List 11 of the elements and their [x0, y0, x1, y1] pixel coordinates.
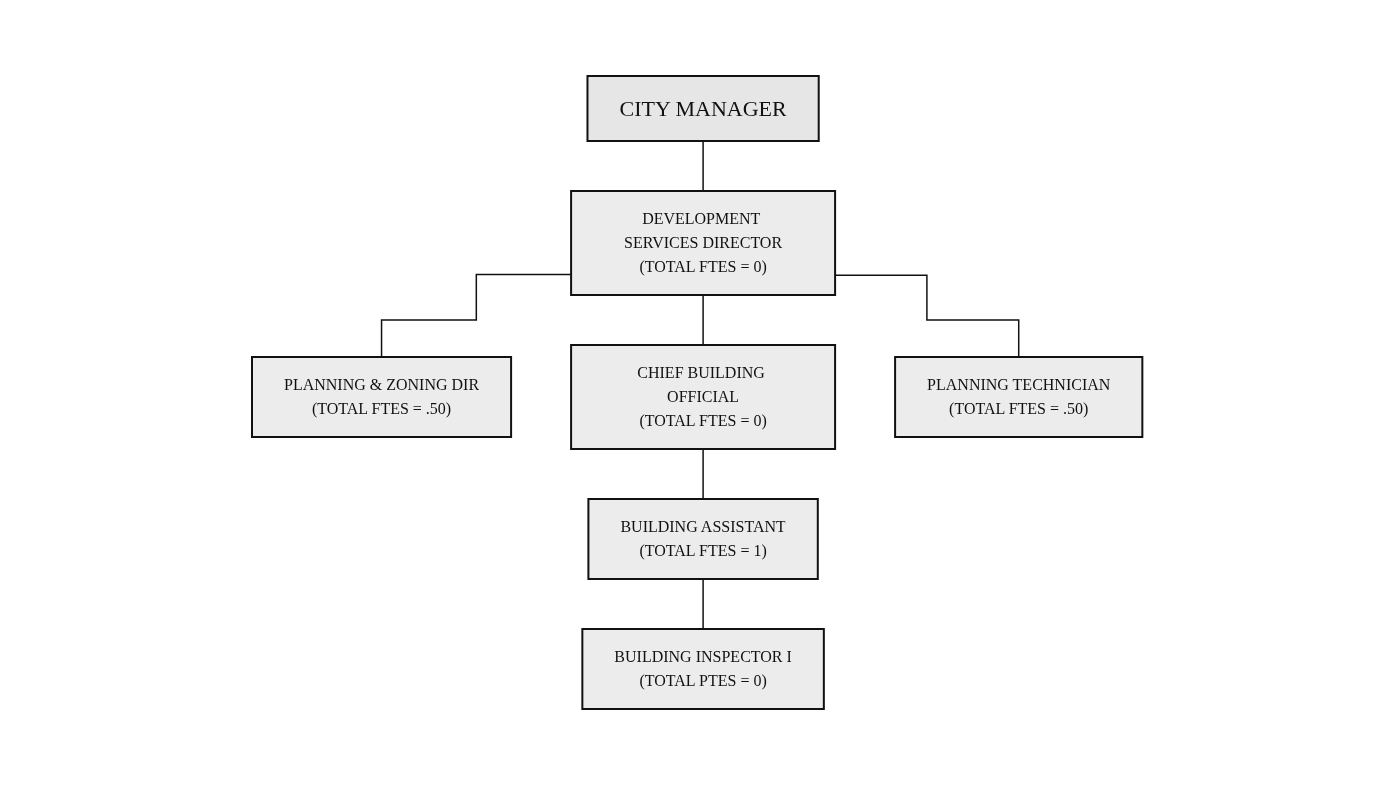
node-box: BUILDING INSPECTOR I (TOTAL PTES = 0) [581, 628, 826, 710]
node-box: CITY MANAGER [586, 75, 821, 142]
node-box: CHIEF BUILDING OFFICIAL (TOTAL FTES = 0) [570, 344, 837, 450]
node-box: PLANNING TECHNICIAN (TOTAL FTES = .50) [894, 356, 1144, 438]
node-box: DEVELOPMENT SERVICES DIRECTOR (TOTAL FTES = 0) [570, 190, 837, 296]
connector [702, 448, 705, 500]
connector [702, 294, 705, 346]
connector [702, 140, 705, 192]
node-box: BUILDING ASSISTANT (TOTAL FTES = 1) [587, 498, 820, 580]
connector [702, 578, 705, 630]
node-box: PLANNING & ZONING DIR (TOTAL FTES = .50) [251, 356, 513, 438]
